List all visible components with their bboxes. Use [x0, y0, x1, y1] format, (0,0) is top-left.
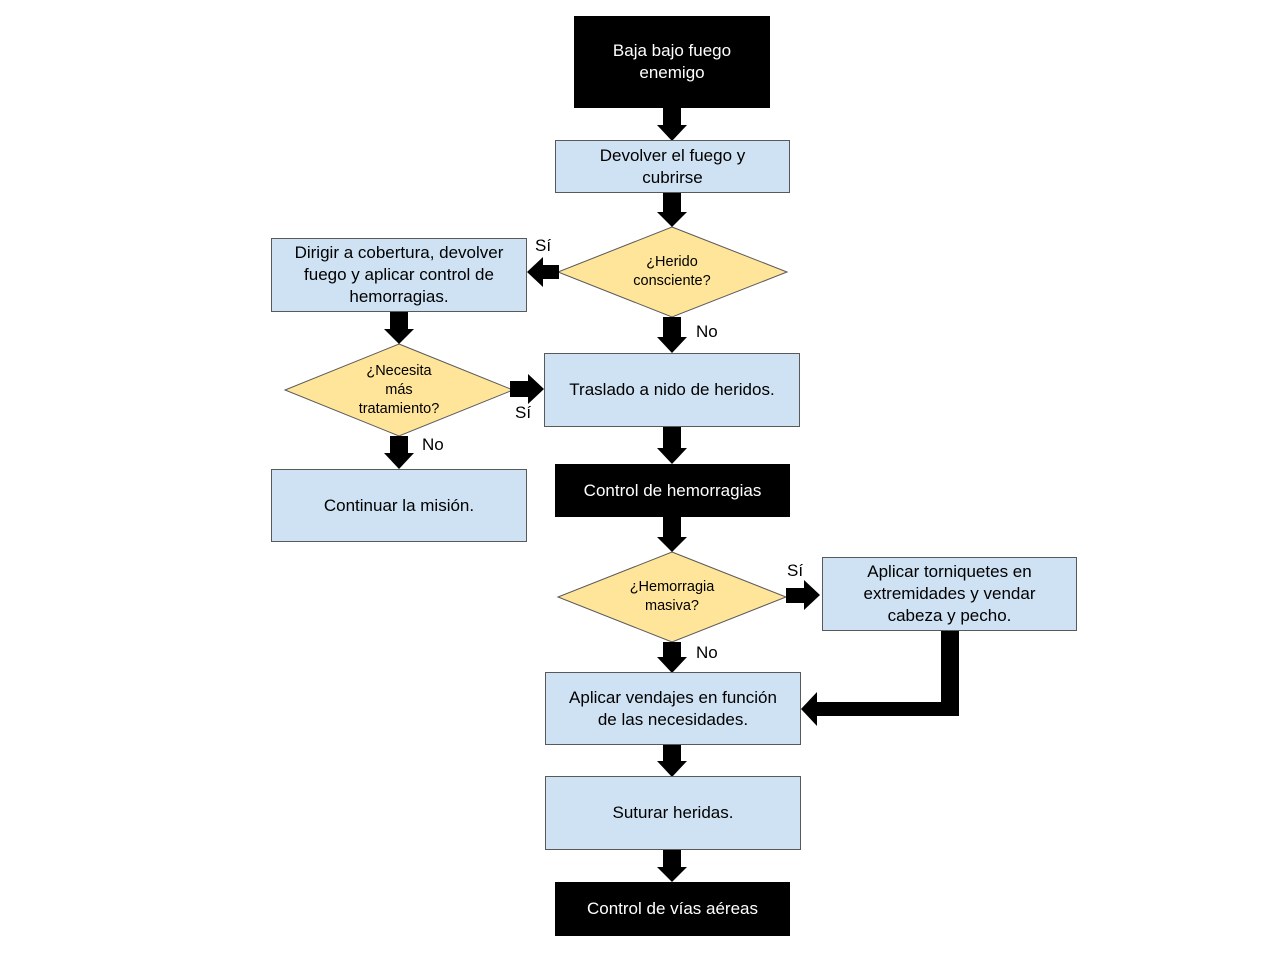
- edge-label-hemorragia-si: Sí: [787, 561, 804, 580]
- arrow-devolver-herido: [657, 193, 687, 227]
- process-continuar: Continuar la misión.: [271, 469, 527, 542]
- terminal-baja: Baja bajo fuego enemigo: [574, 16, 770, 108]
- process-torniquetes-text: Aplicar torniquetes en extremidades y ve…: [863, 562, 1036, 625]
- terminal-baja-text: Baja bajo fuego enemigo: [612, 41, 732, 82]
- process-vendajes-text: Aplicar vendajes en función de las neces…: [569, 687, 777, 729]
- process-continuar-text: Continuar la misión.: [323, 495, 475, 515]
- process-torniquetes: Aplicar torniquetes en extremidades y ve…: [822, 557, 1077, 631]
- arrow-vendajes-suturar: [657, 745, 687, 777]
- terminal-vias-text: Control de vías aéreas: [586, 899, 759, 918]
- edge-label-hemorragia-no: No: [696, 643, 718, 662]
- arrow-hemorragia-vendajes: [657, 642, 687, 673]
- process-suturar: Suturar heridas.: [545, 776, 801, 850]
- arrow-necesita-traslado: [510, 374, 544, 404]
- arrow-torniquetes-vendajes: [801, 631, 959, 726]
- arrow-suturar-vias: [657, 850, 687, 882]
- process-suturar-text: Suturar heridas.: [612, 803, 734, 822]
- decision-herido-label: ¿Herido consciente?: [600, 247, 744, 297]
- process-traslado-text: Traslado a nido de heridos.: [569, 380, 775, 399]
- process-vendajes: Aplicar vendajes en función de las neces…: [545, 672, 801, 745]
- decision-necesita-text: ¿Necesita más tratamiento?: [358, 362, 440, 417]
- edge-label-necesita-no: No: [422, 435, 444, 454]
- arrow-baja-devolver: [657, 108, 687, 141]
- edge-label-necesita-si: Sí: [515, 403, 532, 422]
- arrow-herido-traslado: [657, 317, 687, 353]
- arrow-dirigir-necesita: [384, 311, 414, 344]
- edge-label-herido-no: No: [696, 322, 718, 341]
- process-traslado: Traslado a nido de heridos.: [544, 353, 800, 427]
- process-dirigir: Dirigir a cobertura, devolver fuego y ap…: [271, 238, 527, 312]
- process-devolver-text: Devolver el fuego y cubrirse: [599, 145, 746, 187]
- terminal-vias: Control de vías aéreas: [555, 882, 790, 936]
- decision-necesita-label: ¿Necesita más tratamiento?: [330, 360, 468, 420]
- arrow-traslado-control: [657, 427, 687, 464]
- arrow-necesita-continuar: [384, 436, 414, 469]
- process-devolver: Devolver el fuego y cubrirse: [555, 140, 790, 193]
- arrow-hemorragia-torniquetes: [786, 580, 820, 610]
- decision-hemorragia-label: ¿Hemorragia masiva?: [598, 572, 746, 622]
- edge-label-herido-si: Sí: [535, 236, 552, 255]
- arrow-control-hemorragia: [657, 517, 687, 552]
- decision-herido-text: ¿Herido consciente?: [633, 254, 711, 289]
- terminal-control-hemorragias: Control de hemorragias: [555, 464, 790, 517]
- arrow-herido-dirigir: [527, 257, 559, 287]
- terminal-control-hemorragias-text: Control de hemorragias: [583, 480, 762, 500]
- decision-hemorragia-text: ¿Hemorragia masiva?: [629, 579, 715, 614]
- process-dirigir-text: Dirigir a cobertura, devolver fuego y ap…: [294, 243, 504, 306]
